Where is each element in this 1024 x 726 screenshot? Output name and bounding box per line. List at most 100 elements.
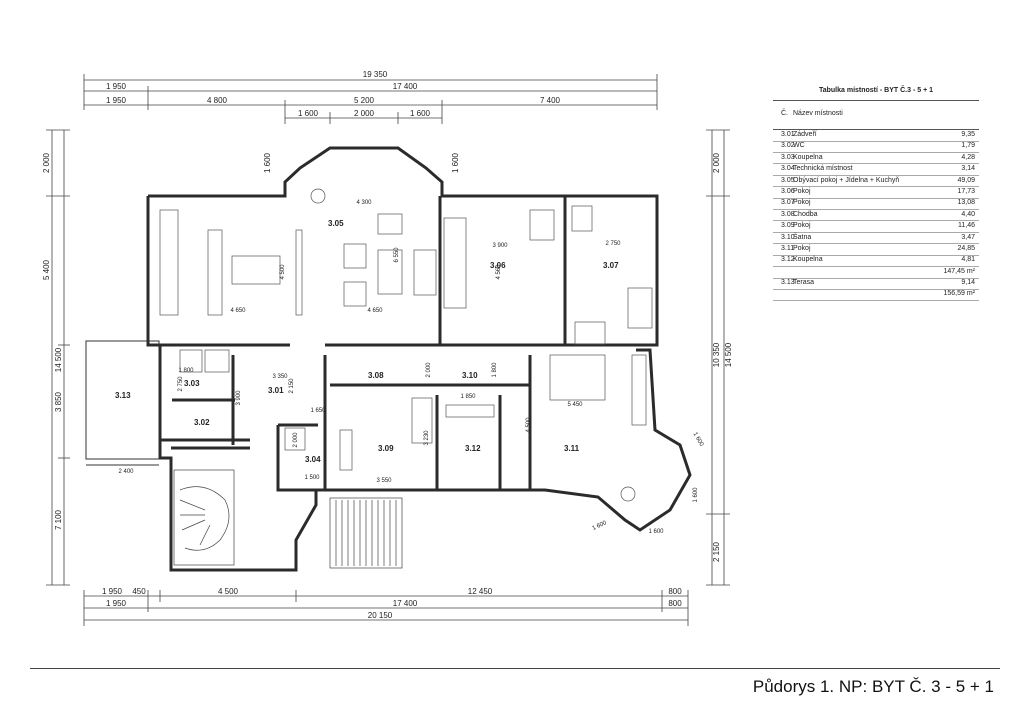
dim-left-4: 7 100 [54, 509, 63, 530]
room-label-3-02: 3.02 [194, 418, 210, 427]
dim-top-l2-left: 1 950 [106, 82, 127, 91]
dim-int-27: 1 600 [592, 520, 609, 532]
cell-name: Pokoj [793, 222, 811, 230]
furniture [159, 188, 653, 502]
cell-area: 11,46 [958, 222, 975, 230]
room-label-3-09: 3.09 [378, 444, 394, 453]
room-label-3-11: 3.11 [564, 444, 580, 453]
dim-int-8: 1 800 [178, 368, 194, 374]
dim-top-l3-0: 1 950 [106, 96, 127, 105]
drawing-title: Půdorys 1. NP: BYT Č. 3 - 5 + 1 [752, 677, 994, 696]
dim-left-1: 5 400 [42, 259, 51, 280]
dim-bot-l2-0: 1 950 [106, 599, 127, 608]
cell-no: 3.09 [781, 222, 795, 230]
dim-bay-side-right: 1 600 [451, 152, 460, 173]
room-label-3-05: 3.05 [328, 219, 344, 228]
cell-no: 3.06 [781, 188, 795, 195]
dim-int-21: 4 500 [526, 417, 532, 433]
cell-name: WC [793, 142, 805, 150]
dim-int-22: 5 450 [567, 402, 583, 408]
cell-name: Obývací pokoj + Jídelna + Kuchyň [793, 176, 900, 184]
terrace-outline [85, 340, 160, 460]
dim-int-14: 2 000 [293, 432, 299, 448]
dim-int-13: 1 650 [310, 408, 326, 414]
dim-top-l3-1: 4 800 [207, 96, 228, 105]
cell-no: 3.08 [781, 210, 795, 218]
dim-int-25: 1 600 [693, 487, 699, 503]
interior-dimension-labels: 4 300 4 650 4 650 4 500 6 550 3 900 4 56… [118, 200, 704, 535]
cell-no: 3.05 [781, 176, 795, 184]
dim-int-6: 4 560 [496, 264, 502, 280]
dim-top-l3-2: 5 200 [354, 96, 375, 105]
dim-int-1: 4 650 [230, 308, 246, 314]
dim-int-17: 1 800 [492, 362, 498, 378]
room-label-3-01: 3.01 [268, 386, 284, 395]
bottom-dimension-labels: 1 950 450 4 500 12 450 800 1 950 17 400 … [102, 587, 682, 620]
exterior-stairs [329, 497, 403, 569]
cell-area: 4,40 [961, 210, 975, 218]
dim-int-9: 2 750 [178, 376, 184, 392]
dim-overall-bottom: 20 150 [368, 611, 393, 620]
room-label-3-10: 3.10 [462, 371, 478, 380]
cell-no: 3.02 [781, 142, 795, 150]
dim-bot-l1-1: 450 [132, 587, 146, 596]
cell-name: Technická místnost [793, 165, 853, 173]
dim-bay-2: 1 600 [410, 109, 431, 118]
room-label-3-06: 3.06 [490, 261, 506, 270]
cell-name: Zádveří [793, 131, 817, 138]
cell-area: 17,73 [957, 188, 975, 195]
room-label-3-03: 3.03 [184, 379, 200, 388]
cell-no: 3.04 [781, 165, 795, 173]
bay-side-labels: 1 600 1 600 [263, 152, 460, 173]
cell-area: 13,08 [957, 199, 975, 207]
dim-left-3: 3 850 [54, 391, 63, 412]
walls [146, 146, 692, 572]
cell-name: Koupelna [793, 153, 823, 161]
cell-name: Chodba [793, 210, 818, 218]
dim-right-2: 14 500 [724, 342, 733, 367]
left-dimension-labels: 2 000 5 400 14 500 3 850 7 100 [42, 152, 63, 530]
room-label-3-07: 3.07 [603, 261, 619, 270]
dim-int-18: 1 850 [460, 394, 476, 400]
room-labels: 3.01 3.02 3.03 3.04 3.05 3.06 3.07 3.08 … [115, 219, 619, 464]
dim-int-20: 3 550 [376, 478, 392, 484]
cell-no: 3.07 [781, 199, 795, 207]
dim-bot-l2-2: 800 [668, 599, 682, 608]
dim-int-5: 3 900 [492, 243, 508, 249]
spiral-staircase [173, 469, 235, 566]
dim-bot-l1-4: 800 [668, 587, 682, 596]
dim-bot-l1-2: 4 500 [218, 587, 239, 596]
dim-bot-l1-0: 1 950 [102, 587, 123, 596]
dim-int-15: 1 500 [304, 475, 320, 481]
cell-area: 4,81 [961, 256, 975, 264]
cell-no: 3.11 [781, 245, 795, 252]
table-header: Č. Název místnosti [773, 110, 979, 130]
dim-int-16: 2 000 [426, 362, 432, 378]
dim-int-26: 1 600 [648, 529, 664, 535]
cell-area: 4,28 [961, 153, 975, 161]
dim-int-10: 3 350 [272, 374, 288, 380]
table-subtotal: 147,45 m² [773, 267, 979, 279]
dim-bot-l1-3: 12 450 [468, 587, 493, 596]
cell-area: 1,79 [961, 142, 975, 150]
table-total: 156,59 m² [773, 289, 979, 301]
cell-name: Pokoj [793, 188, 811, 195]
dim-bay-1: 2 000 [354, 109, 375, 118]
dim-int-3: 4 500 [280, 264, 286, 280]
dim-left-2: 14 500 [54, 347, 63, 372]
dim-top-l3-3: 7 400 [540, 96, 561, 105]
top-dimension-labels: 19 350 1 950 17 400 1 950 4 800 5 200 7 … [106, 70, 561, 118]
dim-int-0: 4 300 [356, 200, 372, 206]
dim-int-2: 4 650 [367, 308, 383, 314]
dim-top-l2-right: 17 400 [393, 82, 418, 91]
dim-overall-top: 19 350 [363, 70, 388, 79]
